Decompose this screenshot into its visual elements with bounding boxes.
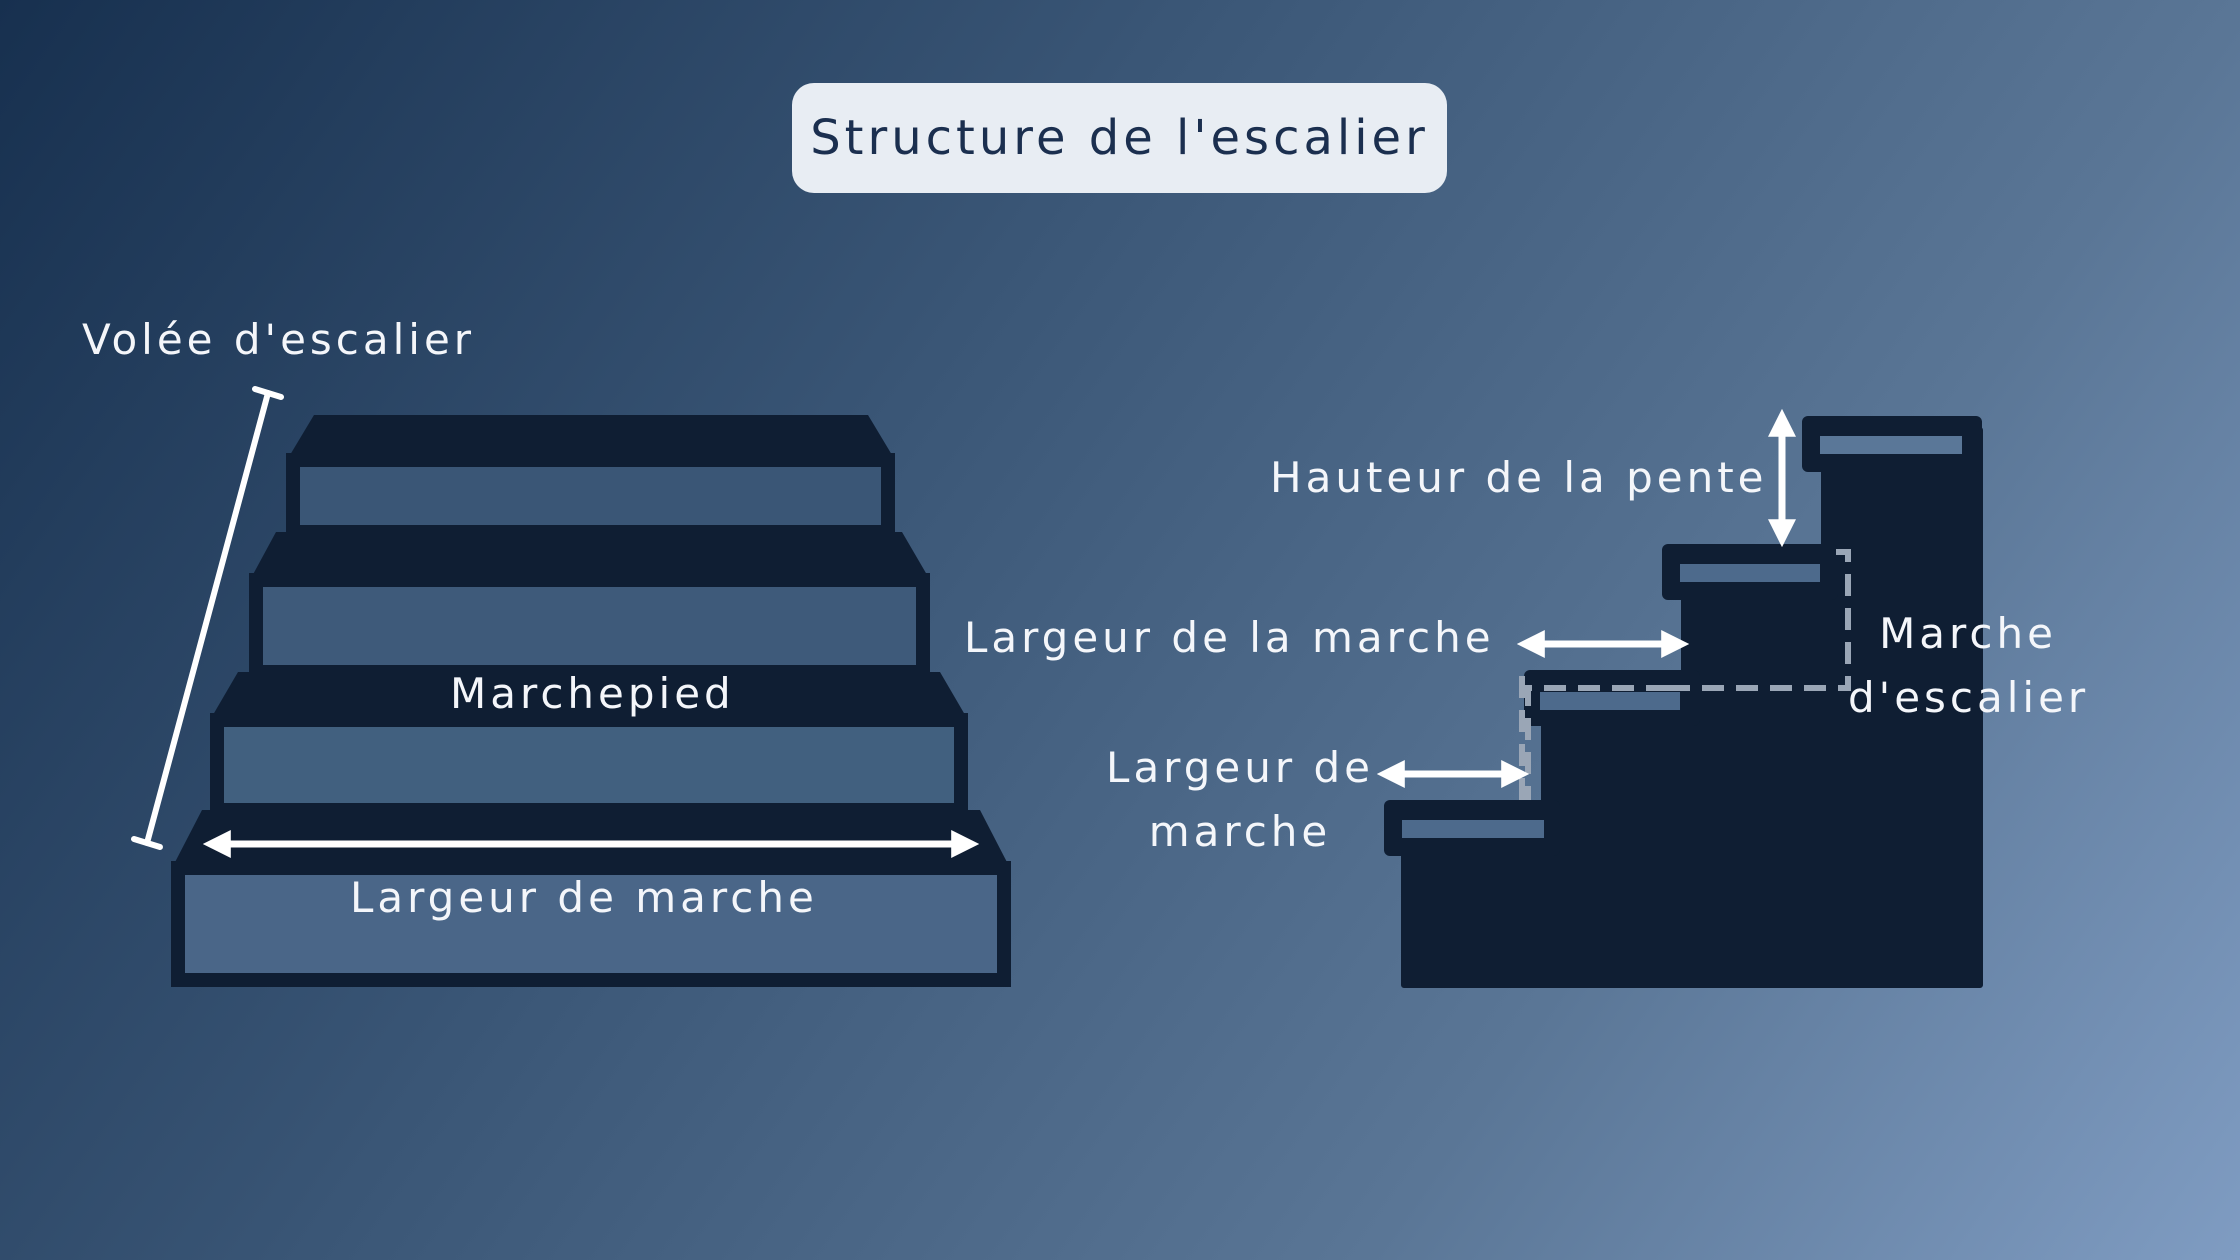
- page-title: Structure de l'escalier: [810, 110, 1429, 166]
- front-step-3-riser: [210, 713, 968, 817]
- step-width-label: Largeur de marche: [1100, 736, 1380, 864]
- step-width-label-line1: Largeur de: [1106, 743, 1374, 792]
- front-step-2-tread: [250, 532, 930, 580]
- front-step-3: [210, 672, 968, 817]
- tread-width-label: Largeur de la marche: [964, 613, 1495, 662]
- front-step-2: [249, 532, 930, 679]
- width-label: Largeur de marche: [350, 873, 818, 922]
- front-step-1: [286, 415, 895, 539]
- front-step-1-tread: [287, 415, 895, 460]
- title-box: Structure de l'escalier: [792, 83, 1447, 193]
- front-step-1-riser: [286, 453, 895, 539]
- rise-label: Hauteur de la pente: [1270, 453, 1768, 502]
- side-tread-strip-4: [1820, 436, 1962, 454]
- front-step-4-riser: [171, 861, 1011, 987]
- flight-label: Volée d'escalier: [82, 315, 476, 364]
- side-tread-strip-3: [1680, 564, 1820, 582]
- step-label-line1: Marche: [1879, 609, 2057, 658]
- side-tread-strip-1: [1402, 820, 1544, 838]
- side-tread-strip-2: [1540, 692, 1680, 710]
- step-label: Marche d'escalier: [1848, 602, 2088, 730]
- front-step-2-riser: [249, 573, 930, 679]
- flight-measure: [131, 386, 284, 850]
- tread-label: Marchepied: [450, 669, 735, 718]
- front-step-4-tread: [172, 810, 1010, 868]
- step-width-label-line2: marche: [1148, 807, 1332, 856]
- step-label-line2: d'escalier: [1848, 673, 2090, 722]
- front-view-stairs: [171, 415, 1011, 987]
- side-view-stairs: [1384, 416, 1983, 988]
- front-step-3-tread: [210, 672, 968, 720]
